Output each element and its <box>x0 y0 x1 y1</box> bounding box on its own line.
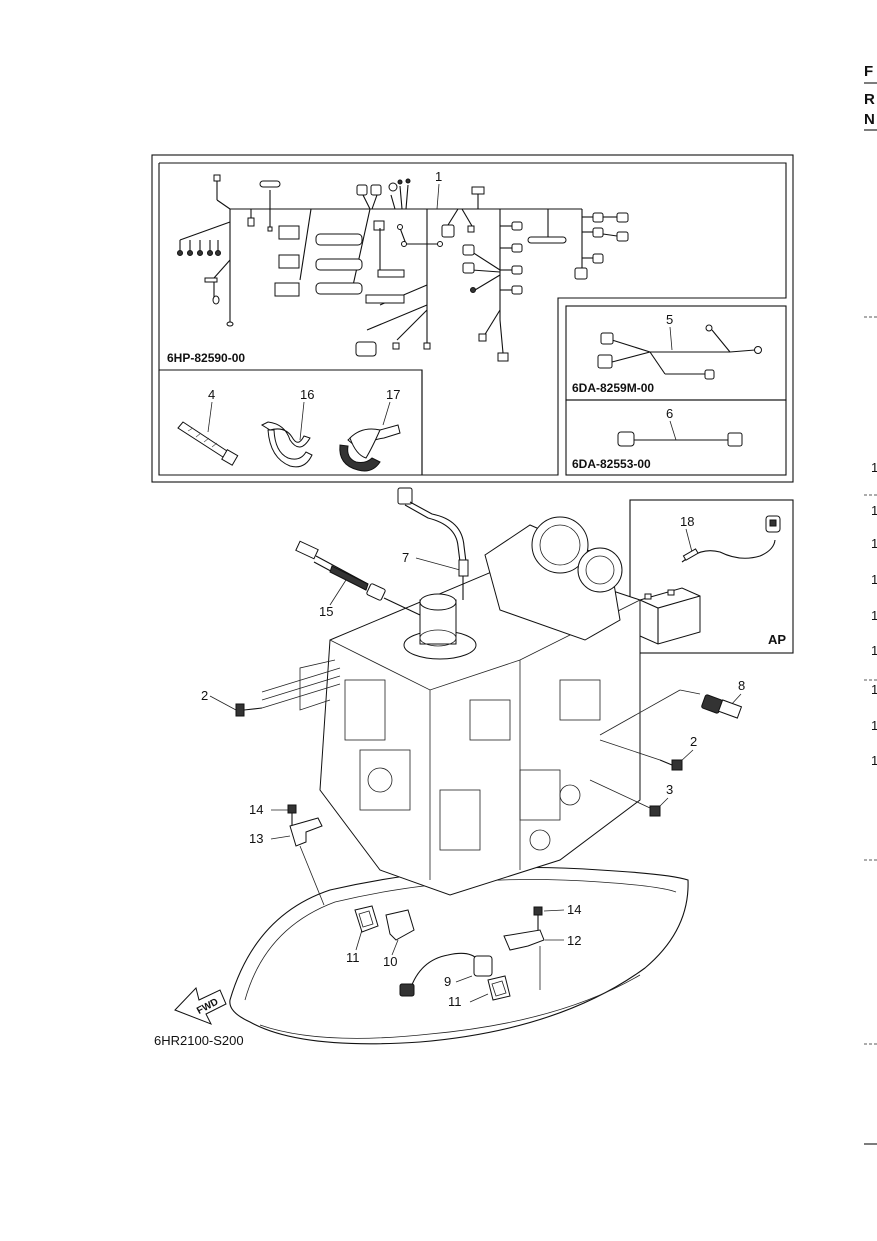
edge-letter-r: R <box>864 91 875 108</box>
svg-text:14: 14 <box>567 902 581 917</box>
edge-digit: 1 <box>871 503 877 518</box>
edge-digit: 1 <box>871 682 877 697</box>
bracket-12: 14 12 <box>503 902 581 990</box>
bolt-2b: 2 <box>599 734 697 771</box>
edge-digit: 1 <box>871 608 877 623</box>
sub-harness-6: 6 6DA-82553-00 <box>572 406 743 471</box>
sub2-code-label: 6DA-82553-00 <box>572 457 651 471</box>
svg-text:2: 2 <box>690 734 697 749</box>
svg-text:11: 11 <box>448 994 462 1009</box>
svg-text:7: 7 <box>402 550 409 565</box>
edge-letter-f: F <box>864 63 873 80</box>
clamp-17: 17 <box>339 387 401 472</box>
svg-text:16: 16 <box>300 387 314 402</box>
bolt-2a: 2 <box>201 688 263 717</box>
svg-text:8: 8 <box>738 678 745 693</box>
edge-letter-n: N <box>864 111 875 128</box>
edge-digit: 1 <box>871 460 877 475</box>
svg-text:9: 9 <box>444 974 451 989</box>
ap-tag: AP <box>768 632 786 647</box>
sensor-7: 7 <box>397 487 469 600</box>
svg-text:15: 15 <box>319 604 333 619</box>
edge-digit: 1 <box>871 718 877 733</box>
grommet-11a: 11 <box>346 905 379 965</box>
cable-tie-4: 4 <box>177 387 239 466</box>
main-wire-harness <box>177 174 629 362</box>
ap-inset: 18 AP <box>629 499 794 654</box>
edge-digit: 1 <box>871 536 877 551</box>
svg-text:1: 1 <box>435 169 442 184</box>
edge-digit: 1 <box>871 572 877 587</box>
svg-text:18: 18 <box>680 514 694 529</box>
sub1-code-label: 6DA-8259M-00 <box>572 381 654 395</box>
bolt-3: 3 <box>589 779 673 817</box>
bracket-13: 14 13 <box>249 802 325 906</box>
svg-text:13: 13 <box>249 831 263 846</box>
svg-text:3: 3 <box>666 782 673 797</box>
callout-1: 1 <box>435 169 442 210</box>
svg-text:10: 10 <box>383 954 397 969</box>
svg-text:14: 14 <box>249 802 263 817</box>
edge-digit: 1 <box>871 643 877 658</box>
svg-text:4: 4 <box>208 387 215 402</box>
svg-text:6: 6 <box>666 406 673 421</box>
sensor-8: 8 <box>599 678 745 736</box>
kit-box <box>151 154 794 483</box>
figure-code: 6HR2100-S200 <box>154 1033 244 1048</box>
fwd-arrow: FWD <box>174 986 227 1025</box>
sensor-15: 15 <box>295 540 421 619</box>
grommet-11b: 11 <box>448 975 511 1009</box>
svg-text:17: 17 <box>386 387 400 402</box>
clamp-16: 16 <box>260 387 314 468</box>
grommet-10: 10 <box>383 909 415 969</box>
svg-text:2: 2 <box>201 688 208 703</box>
svg-text:12: 12 <box>567 933 581 948</box>
harness-9: 9 <box>399 952 493 997</box>
engine-block <box>229 516 689 1045</box>
svg-text:5: 5 <box>666 312 673 327</box>
svg-text:11: 11 <box>346 950 360 965</box>
page-edge-column: F R N 1 1 1 1 1 1 1 1 1 <box>864 63 877 1145</box>
sub-harness-5: 5 6DA-8259M-00 <box>572 312 762 395</box>
edge-digit: 1 <box>871 753 877 768</box>
harness-code-label: 6HP-82590-00 <box>167 351 245 365</box>
